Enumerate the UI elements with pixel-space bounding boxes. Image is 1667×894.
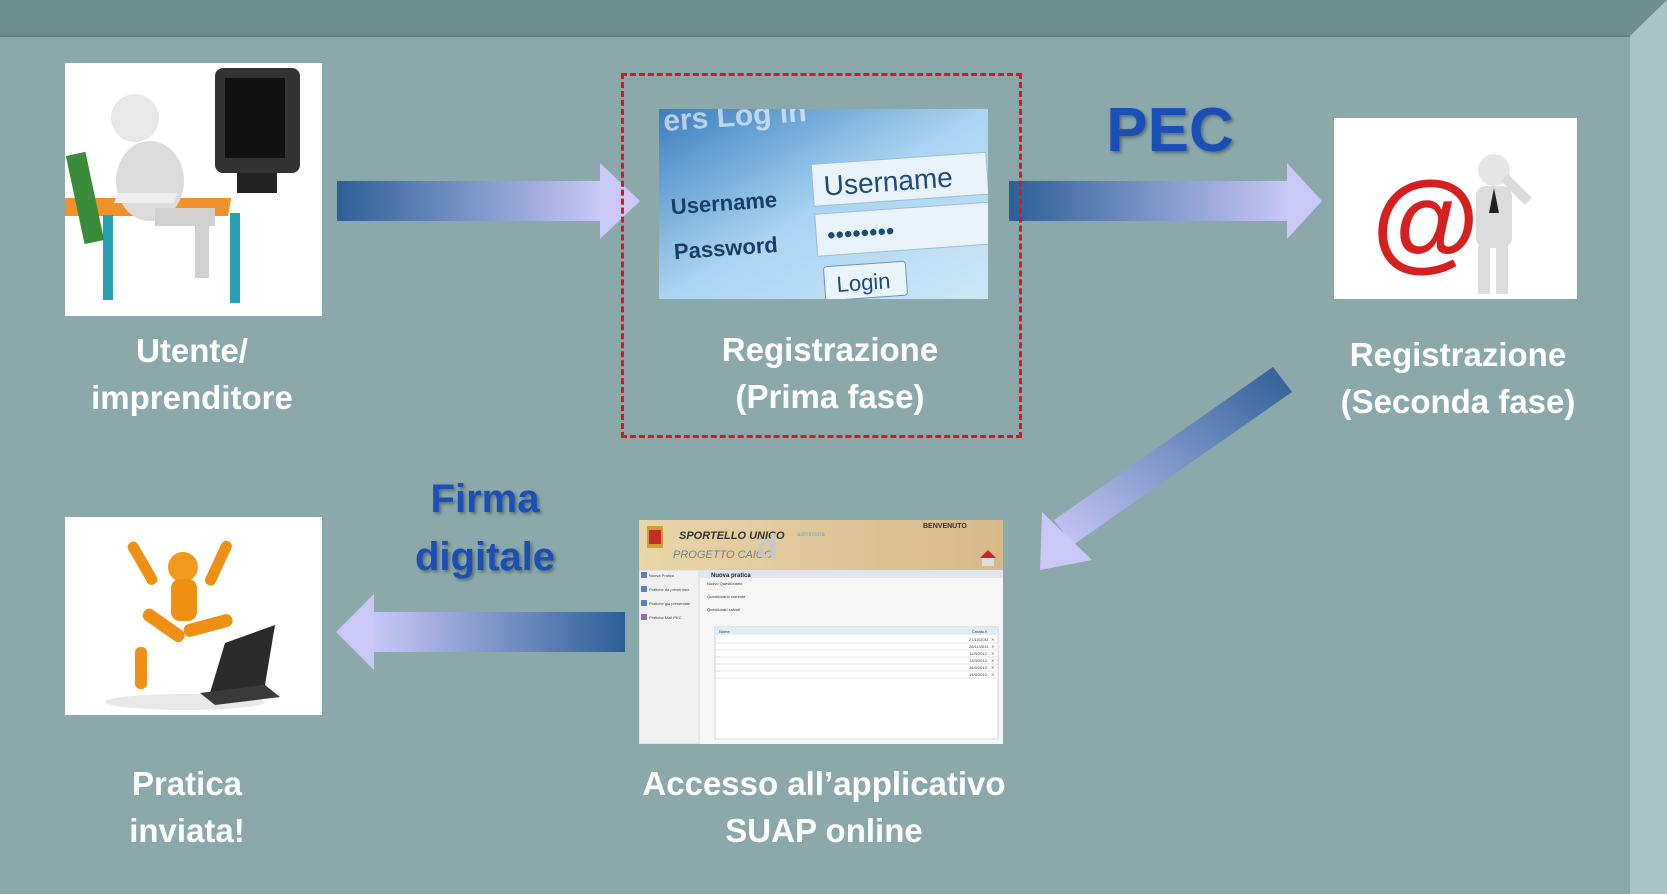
step-registrazione-prima-line2: (Prima fase) [735, 378, 925, 415]
step-registrazione-prima-label: Registrazione (Prima fase) [660, 326, 1000, 420]
step-accesso-label: Accesso all’applicativo SUAP online [636, 760, 1012, 854]
username-field[interactable] [810, 151, 988, 207]
step-registrazione-prima-line1: Registrazione [721, 331, 939, 368]
delete-icon[interactable]: ✕ [991, 644, 994, 649]
password-field[interactable] [814, 201, 988, 257]
table-date-cell: 13/3/2012 [969, 658, 988, 663]
suap-panel-title: Nuova pratica [711, 573, 751, 579]
suap-admin-text: administra [797, 532, 825, 538]
step-registrazione-seconda-line2: (Seconda fase) [1340, 383, 1576, 420]
happy-person-laptop-image [65, 517, 322, 715]
step-pratica-line2: inviata! [129, 812, 245, 849]
step-accesso-line2: SUAP online [725, 812, 923, 849]
step-registrazione-seconda-line1: Registrazione [1349, 336, 1567, 373]
delete-icon[interactable]: ✕ [991, 672, 994, 677]
login-screen-image: ers Log in Username Password Username ••… [659, 109, 988, 299]
arrow-pec [1009, 163, 1322, 239]
suap-app-screenshot: SPORTELLO UNICO PROGETTO CAICO d adminis… [639, 520, 1003, 744]
delete-icon[interactable]: ✕ [991, 637, 994, 642]
email-at-person-image: @ [1334, 118, 1577, 299]
step-registrazione-seconda-label: Registrazione (Seconda fase) [1313, 331, 1603, 425]
home-icon[interactable] [980, 550, 996, 558]
svg-text:d: d [757, 528, 778, 566]
table-date-cell: 14/9/2012 [969, 672, 988, 677]
pec-label: PEC [1106, 96, 1234, 165]
firma-line2: digitale [414, 535, 556, 579]
arrow-utente-to-registrazione [337, 163, 640, 239]
user-at-computer-image [65, 63, 322, 316]
arrow-firma-digitale [336, 594, 625, 670]
arrow-registrazione-to-accesso [1040, 367, 1292, 570]
suap-option-2[interactable]: Questionario corrente [707, 594, 746, 599]
delete-icon[interactable]: ✕ [991, 665, 994, 670]
step-utente-label: Utente/ imprenditore [62, 327, 322, 421]
password-value: •••••••• [826, 218, 895, 250]
suap-menu-4[interactable]: Pratiche Mail PEC [649, 615, 682, 620]
table-date-cell: 28/11/2011 [969, 644, 989, 649]
suap-brand: SPORTELLO UNICO [679, 530, 785, 542]
suap-table-header-left: Nome [719, 629, 730, 634]
delete-icon[interactable]: ✕ [991, 658, 994, 663]
suap-menu-2[interactable]: Pratiche da presentare [649, 587, 690, 592]
step-utente-line1: Utente/ [136, 332, 248, 369]
delete-icon[interactable]: ✕ [991, 651, 994, 656]
suap-menu-1[interactable]: Nuova Pratica [649, 573, 675, 578]
suap-option-1[interactable]: Nuovo Questionario [707, 581, 743, 586]
step-utente-line2: imprenditore [91, 379, 293, 416]
login-button-label: Login [836, 268, 891, 297]
step-pratica-line1: Pratica [131, 765, 243, 802]
highlight-dashed-box [621, 73, 1022, 438]
at-sign-icon: @ [1372, 159, 1479, 282]
table-date-cell: 12/3/2012 [969, 651, 988, 656]
suap-table-header-right: Creato il [972, 629, 987, 634]
step-pratica-label: Pratica inviata! [62, 760, 312, 854]
firma-line1: Firma [430, 477, 540, 521]
step-accesso-line1: Accesso all’applicativo [642, 765, 1006, 802]
firma-digitale-label: Firma digitale [395, 470, 575, 586]
login-button[interactable] [823, 260, 908, 299]
table-date-cell: 16/3/2012 [969, 665, 988, 670]
table-date-cell: 27/10/2011 [969, 637, 989, 642]
suap-option-3[interactable]: Questionari salvati [707, 607, 740, 612]
suap-subbrand: PROGETTO CAICO [673, 549, 773, 561]
suap-welcome: BENVENUTO [923, 523, 967, 530]
suap-menu-3[interactable]: Pratiche già presentate [649, 601, 691, 606]
